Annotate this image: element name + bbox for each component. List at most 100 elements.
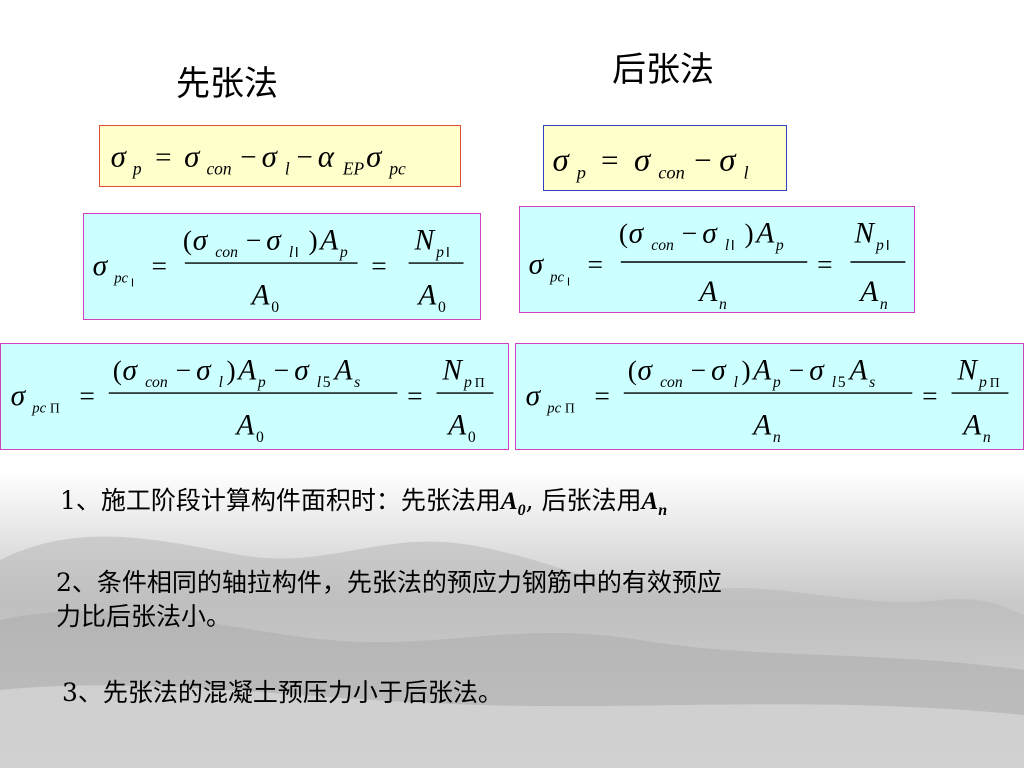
svg-text:(: ( — [113, 355, 122, 385]
svg-text:σ: σ — [196, 354, 212, 386]
svg-text:σ: σ — [111, 139, 128, 174]
svg-text:−: − — [246, 225, 262, 255]
heading-pretension: 先张法 — [176, 64, 278, 104]
svg-text:Ⅰ: Ⅰ — [886, 238, 890, 253]
svg-text:p: p — [775, 237, 784, 254]
svg-text:l: l — [725, 237, 730, 254]
svg-text:A: A — [250, 279, 271, 311]
svg-text:σ: σ — [638, 354, 654, 386]
svg-text:con: con — [145, 374, 168, 391]
svg-text:σ: σ — [629, 217, 645, 249]
svg-text:A: A — [697, 276, 718, 308]
svg-text:N: N — [441, 354, 463, 386]
svg-text:N: N — [853, 217, 875, 249]
svg-text:N: N — [956, 354, 978, 386]
svg-text:n: n — [880, 296, 888, 312]
svg-text:n: n — [773, 429, 781, 446]
svg-text:): ) — [308, 225, 317, 255]
svg-text:=: = — [601, 143, 619, 178]
svg-text:con: con — [206, 158, 231, 178]
svg-text:): ) — [227, 355, 236, 385]
svg-text:p: p — [131, 158, 142, 178]
svg-text:pc: pc — [546, 401, 561, 417]
svg-text:=: = — [371, 251, 386, 281]
svg-text:l: l — [832, 374, 837, 391]
svg-text:p: p — [463, 374, 472, 391]
svg-text:σ: σ — [266, 224, 282, 256]
svg-text:Π: Π — [990, 375, 1000, 390]
svg-text:−: − — [789, 355, 805, 385]
svg-text:σ: σ — [719, 143, 737, 179]
svg-text:0: 0 — [438, 299, 446, 316]
note-2-line1: 2、条件相同的轴拉构件，先张法的预应力钢筋中的有效预应 — [56, 568, 722, 597]
svg-text:=: = — [407, 381, 423, 411]
note-1-a0-sub: 0 — [517, 502, 526, 519]
note-1-an-sub: n — [658, 502, 668, 519]
svg-text:σ: σ — [702, 217, 718, 249]
svg-text:−: − — [176, 355, 192, 385]
svg-text:A: A — [847, 354, 868, 386]
svg-text:5: 5 — [838, 374, 846, 391]
svg-text:p: p — [772, 374, 781, 391]
svg-text:Ⅰ: Ⅰ — [295, 245, 299, 260]
svg-text:): ) — [744, 218, 753, 248]
svg-text:A: A — [751, 354, 772, 386]
svg-text:σ: σ — [294, 354, 310, 386]
svg-text:p: p — [978, 374, 987, 391]
svg-text:con: con — [660, 374, 683, 391]
svg-text:Ⅰ: Ⅰ — [567, 277, 570, 289]
formula-effective-stress-posttension: σ p = σ con − σ l — [543, 125, 787, 191]
svg-text:(: ( — [619, 218, 628, 248]
svg-text:A: A — [446, 409, 467, 441]
svg-text:=: = — [151, 251, 167, 281]
note-2: 2、条件相同的轴拉构件，先张法的预应力钢筋中的有效预应 力比后张法小。 — [56, 566, 996, 634]
svg-text:A: A — [961, 409, 982, 441]
note-2-line2: 力比后张法小。 — [56, 602, 232, 631]
svg-text:=: = — [79, 381, 95, 411]
svg-text:−: − — [296, 142, 312, 174]
svg-text:EP: EP — [342, 158, 365, 178]
note-1-a0: A — [500, 488, 518, 515]
svg-text:=: = — [594, 381, 610, 411]
svg-text:α: α — [318, 139, 335, 174]
svg-text:σ: σ — [634, 143, 652, 179]
svg-text:A: A — [236, 354, 257, 386]
svg-text:A: A — [751, 409, 772, 441]
note-1: 1、施工阶段计算构件面积时：先张法用A0, 后张法用An — [60, 484, 960, 528]
svg-text:−: − — [240, 142, 256, 174]
svg-text:l: l — [317, 374, 322, 391]
svg-text:σ: σ — [809, 354, 825, 386]
svg-text:−: − — [694, 143, 712, 178]
svg-text:σ: σ — [526, 380, 542, 412]
svg-text:σ: σ — [711, 354, 727, 386]
svg-text:σ: σ — [366, 139, 383, 174]
svg-text:n: n — [719, 296, 727, 312]
note-1-an: A — [641, 488, 659, 515]
svg-text:σ: σ — [193, 224, 209, 256]
note-3: 3、先张法的混凝土预压力小于后张法。 — [62, 678, 503, 707]
svg-text:p: p — [575, 162, 586, 182]
svg-text:A: A — [416, 279, 437, 311]
svg-text:=: = — [587, 250, 603, 280]
svg-text:con: con — [658, 162, 685, 182]
formula-stage2-prestress-posttension: σ pc Π = ( σ con − σ l ) A p − σ l 5 A s… — [515, 343, 1024, 450]
svg-text:l: l — [744, 162, 749, 182]
svg-text:A: A — [318, 224, 339, 256]
svg-text:Ⅰ: Ⅰ — [131, 278, 134, 290]
svg-text:s: s — [354, 374, 360, 391]
svg-text:pc: pc — [387, 158, 406, 178]
svg-text:l: l — [289, 244, 294, 261]
svg-text:pc: pc — [549, 270, 564, 286]
svg-text:A: A — [234, 409, 255, 441]
svg-text:Ⅰ: Ⅰ — [731, 238, 735, 253]
svg-text:con: con — [651, 237, 674, 254]
svg-text:σ: σ — [262, 139, 279, 174]
svg-text:0: 0 — [468, 429, 476, 446]
svg-text:5: 5 — [323, 374, 331, 391]
svg-text:(: ( — [183, 225, 192, 255]
svg-text:=: = — [817, 250, 833, 280]
svg-text:p: p — [875, 237, 884, 254]
note-1-text: 1、施工阶段计算构件面积时：先张法用 — [60, 486, 501, 515]
formula-stage1-prestress-pretension: σ pc Ⅰ = ( σ con − σ l Ⅰ ) A p A 0 = N p… — [83, 213, 481, 320]
svg-text:=: = — [155, 142, 171, 174]
